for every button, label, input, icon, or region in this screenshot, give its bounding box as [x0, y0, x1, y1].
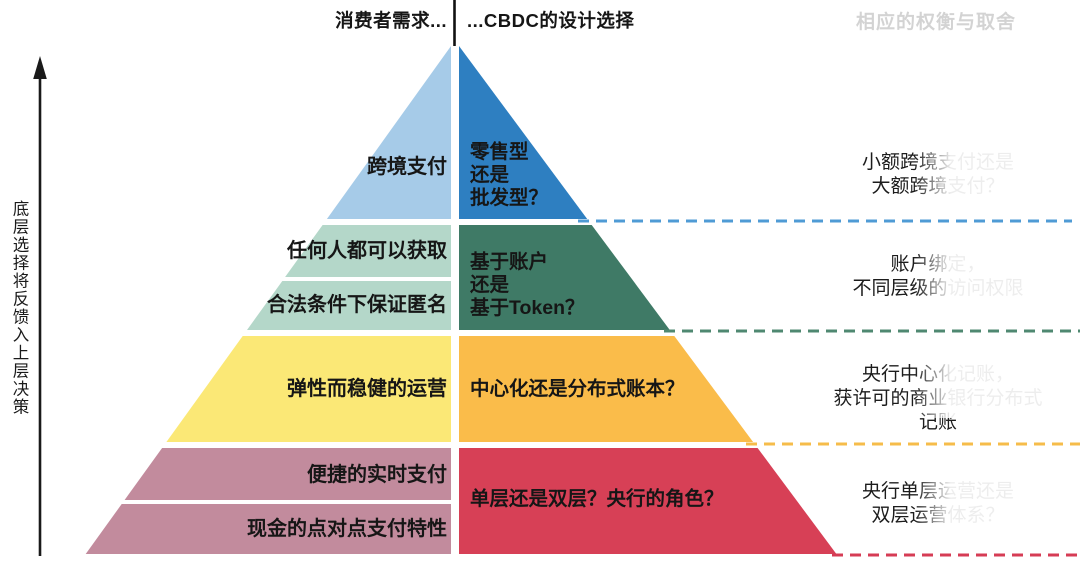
fade-overlay-3	[890, 358, 1080, 418]
pyramid-level-1-left	[326, 46, 451, 219]
header-design-choices: ...CBDC的设计选择	[467, 10, 635, 31]
faded-watermark-text: 相应的权衡与取舍	[856, 12, 1017, 33]
pyramid-level-2-left-top	[285, 225, 451, 277]
pyramid-level-3-left	[166, 336, 451, 442]
need-accessible-to-all: 任何人都可以获取	[287, 240, 447, 262]
choice-centralised-or-dlt: 中心化还是分布式账本？	[470, 378, 685, 400]
need-resilient-operations: 弹性而稳健的运营	[287, 378, 447, 400]
up-arrow-head	[33, 56, 47, 79]
need-legal-anonymity: 合法条件下保证匿名	[267, 294, 447, 316]
fade-overlay-2	[890, 248, 1080, 304]
choice-retail-or-wholesale: 零售型 还是 批发型？	[470, 141, 549, 209]
pyramid-level-1-right	[459, 46, 588, 219]
need-cash-p2p: 现金的点对点支付特性	[247, 518, 447, 540]
header-consumer-needs: 消费者需求...	[335, 10, 447, 31]
choice-account-or-token: 基于账户 还是 基于Token？	[470, 251, 585, 319]
pyramid-level-2-left-bottom	[247, 281, 451, 330]
side-axis-label: 底层选择将反馈入上层决策	[10, 200, 28, 416]
pyramid-level-4-left-top	[124, 448, 451, 500]
fade-overlay-1	[890, 146, 1080, 204]
need-realtime-payments: 便捷的实时支付	[307, 464, 447, 486]
need-cross-border: 跨境支付	[367, 156, 447, 178]
pyramid-level-4-left-bottom	[85, 504, 451, 554]
choice-single-or-two-tier: 单层还是双层？央行的角色？	[470, 488, 724, 510]
fade-overlay-4	[890, 475, 1080, 535]
pyramid-level-4-right	[459, 448, 837, 554]
pyramid-level-3-right	[459, 336, 754, 442]
pyramid-level-2-right	[459, 225, 670, 330]
